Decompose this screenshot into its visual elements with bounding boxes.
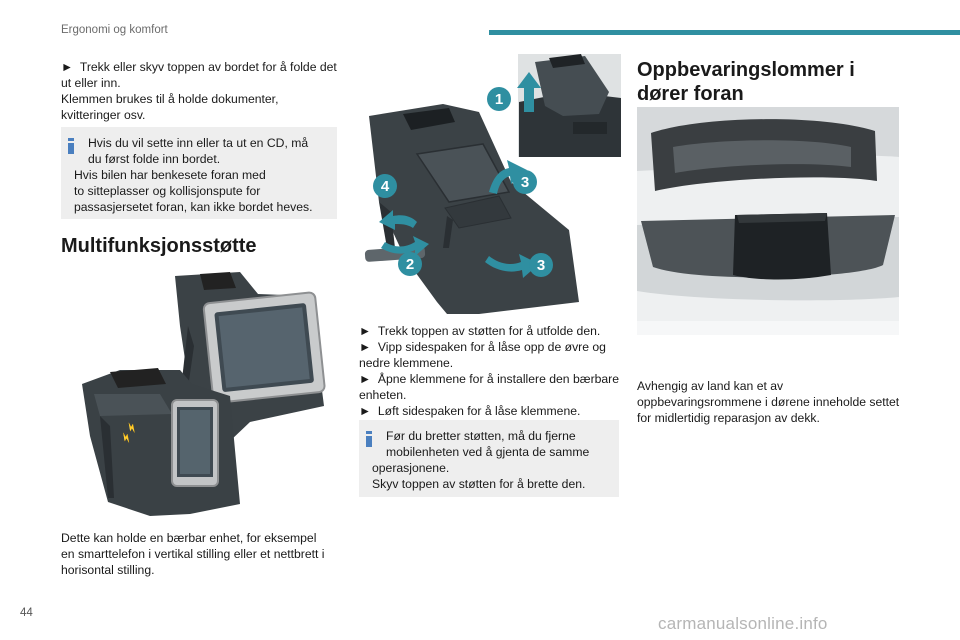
info1-line-5: passasjersetet foran, kan ikke bordet he… [74,200,313,214]
info-box-cd: Hvis du vil sette inn eller ta ut en CD,… [61,127,337,219]
holder-steps: Trekk toppen av støtten for å utfolde de… [359,323,623,419]
info2-line-1: Før du bretter støtten, må du fjerne [386,429,576,443]
step-3: Åpne klemmene for å installere den bærba… [359,371,623,403]
svg-text:3: 3 [521,174,529,191]
right-line-1: Avhengig av land kan et av [637,379,784,393]
svg-text:2: 2 [406,256,414,273]
callout-1: 1 [487,87,511,111]
callout-4: 4 [373,174,397,198]
step-1-text: Trekk toppen av støtten for å utfolde de… [377,324,601,338]
info1-line-3: Hvis bilen har benkesete foran med [74,168,266,182]
info2-line-4: Skyv toppen av støtten for å brette den. [372,477,586,491]
heading-door-pockets: Oppbevaringslommer i dører foran [637,58,855,106]
page-number: 44 [20,607,33,619]
section-header: Ergonomi og komfort [61,24,168,36]
holder-operation-figure: 1 3 4 2 3 [364,54,621,314]
step-4: Løft sidespaken for å låse klemmene. [359,403,623,419]
header-accent-rule [489,30,960,35]
info1-line-2: du først folde inn bordet. [88,152,221,166]
caption-text: Dette kan holde en bærbar enhet, for eks… [61,530,351,578]
step-4-text: Løft sidespaken for å låse klemmene. [377,404,581,418]
watermark: carmanualsonline.info [658,614,828,633]
intro-line-3: kvitteringer osv. [61,108,146,122]
callout-3-top: 3 [513,170,537,194]
intro-step-text: Trekk eller skyv toppen av bordet for å … [61,60,337,90]
info2-line-3: operasjonene. [372,461,450,475]
door-pocket-figure [637,107,899,335]
info1-line-4: to sitteplasser og kollisjonspute for [74,184,261,198]
intro-line-2: Klemmen brukes til å holde dokumenter, [61,92,279,106]
info1-line-1: Hvis du vil sette inn eller ta ut en CD,… [88,136,309,150]
right-line-2: oppbevaringsrommene i dørene inneholde s… [637,395,900,409]
multifunction-holder-figure: ⚡⚡ [80,266,336,522]
step-2: Vipp sidespaken for å låse opp de øvre o… [359,339,623,371]
step-3-text: Åpne klemmene for å installere den bærba… [359,372,620,402]
caption-line-2: en smarttelefon i vertikal stilling elle… [61,547,325,561]
info-box-fold: Før du bretter støtten, må du fjerne mob… [359,420,619,497]
callout-2: 2 [398,252,422,276]
svg-text:3: 3 [537,257,545,274]
right-line-3: for midlertidig reparasjon av dekk. [637,411,820,425]
caption-line-3: horisontal stilling. [61,563,155,577]
info2-line-2: mobilenheten ved å gjenta de samme [386,445,590,459]
heading-multifunction-holder: Multifunksjonsstøtte [61,235,257,257]
intro-step: Trekk eller skyv toppen av bordet for å … [61,59,339,91]
info-icon [366,431,372,447]
svg-text:4: 4 [381,178,390,195]
heading-line-1: Oppbevaringslommer i [637,59,855,81]
svg-text:1: 1 [495,91,503,108]
door-pocket-text: Avhengig av land kan et av oppbevaringsr… [637,378,917,426]
intro-text: Trekk eller skyv toppen av bordet for å … [61,59,339,123]
heading-line-2: dører foran [637,83,744,105]
caption-line-1: Dette kan holde en bærbar enhet, for eks… [61,531,317,545]
callout-3-bottom: 3 [529,253,553,277]
info-icon [68,138,74,154]
step-2-text: Vipp sidespaken for å låse opp de øvre o… [359,340,606,370]
step-1: Trekk toppen av støtten for å utfolde de… [359,323,623,339]
